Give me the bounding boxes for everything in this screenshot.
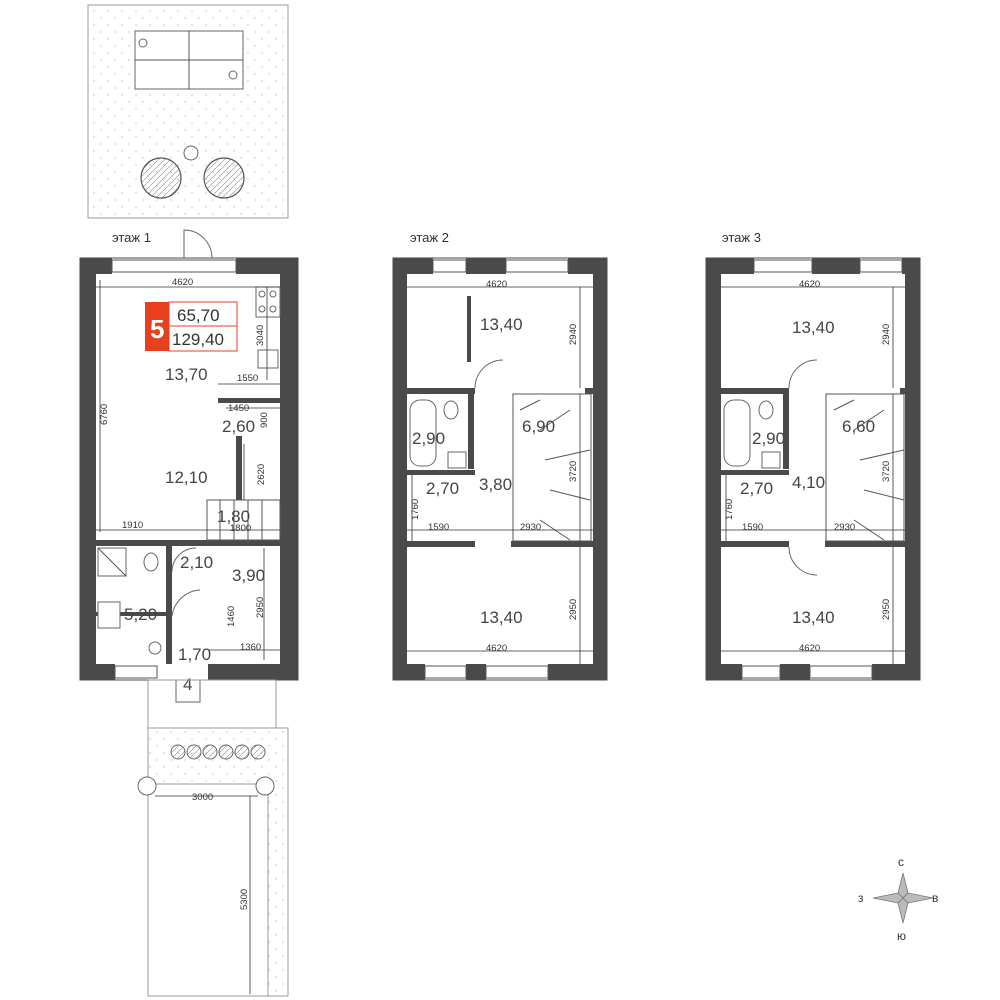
compass-east: в (932, 891, 938, 905)
floor-3-stairs (825, 393, 905, 542)
dim-2-2940: 2940 (568, 324, 579, 345)
room-kitchen-area: 13,70 (165, 365, 208, 384)
washbasin-3 (761, 451, 781, 469)
dim-kitchen: 3040 (255, 325, 266, 346)
room-2-bedroom-north: 13,40 (480, 315, 523, 334)
dim-width: 4620 (172, 277, 193, 288)
bathtub (409, 399, 437, 467)
lamp-right (255, 776, 275, 796)
dim-2-1760: 1760 (410, 499, 421, 520)
dim-1450: 1450 (228, 403, 249, 414)
dim-2-2950: 2950 (568, 599, 579, 620)
apartment-badge: 5 65,70 129,40 (145, 301, 238, 352)
room-2-bathroom: 2,90 (412, 429, 445, 448)
floor-3-label: этаж 3 (722, 230, 761, 245)
room-stair-area: 1,80 (217, 507, 250, 526)
floor-2-stairs (512, 393, 592, 542)
compass-west: з (858, 891, 864, 905)
dim-2-2930: 2930 (520, 522, 541, 533)
dim-height: 6760 (99, 404, 110, 425)
room-3-stair-hall: 6,60 (842, 417, 875, 436)
room-porch-area: 4 (183, 675, 192, 694)
dim-2-3720: 3720 (568, 461, 579, 482)
apartment-number-box (145, 302, 169, 351)
living-area-value: 65,70 (177, 306, 220, 325)
dim-1460: 1460 (226, 606, 237, 627)
dim-1910: 1910 (122, 520, 143, 531)
parking-width: 3000 (192, 792, 213, 803)
floor-2: этаж 2 4620 (392, 230, 608, 681)
floor-3: этаж 3 4620 (705, 230, 921, 681)
dim-3-2950: 2950 (881, 599, 892, 620)
dim-3-2930: 2930 (834, 522, 855, 533)
bathtub-3 (723, 399, 751, 467)
total-area-value: 129,40 (172, 330, 224, 349)
floor-1: этаж 1 (79, 229, 299, 703)
dim-1360: 1360 (240, 642, 261, 653)
lounge-chair-left (140, 157, 182, 199)
room-2-corridor: 3,80 (479, 475, 512, 494)
terrace (87, 4, 289, 219)
lamp-left (137, 776, 157, 796)
compass-north: с (898, 855, 904, 869)
dim-1550: 1550 (237, 373, 258, 384)
dim-1800: 1800 (230, 523, 251, 534)
side-table (183, 145, 199, 161)
room-storage-area: 2,60 (222, 417, 255, 436)
room-3-bedroom-south: 13,40 (792, 608, 835, 627)
dim-2620: 2620 (256, 464, 267, 485)
room-bathroom-area: 5,20 (124, 605, 157, 624)
dim-2-width-bottom: 4620 (486, 643, 507, 654)
lounge-chair-right (203, 157, 245, 199)
dim-2950: 2950 (255, 597, 266, 618)
toilet (143, 552, 159, 572)
washbasin (97, 601, 121, 629)
dim-3-2940: 2940 (881, 324, 892, 345)
room-vestibule-area: 1,70 (178, 645, 211, 664)
compass: с з в ю (858, 855, 938, 943)
dim-900: 900 (259, 412, 270, 428)
dim-3-width-bottom: 4620 (799, 643, 820, 654)
toilet-2 (443, 400, 459, 420)
room-hall-area: 2,10 (180, 553, 213, 572)
dim-2-width-top: 4620 (486, 279, 507, 290)
room-2-stair-hall: 6,90 (522, 417, 555, 436)
dim-3-1760: 1760 (724, 499, 735, 520)
floor-2-label: этаж 2 (410, 230, 449, 245)
room-corridor-area: 3,90 (232, 566, 265, 585)
hedge-icon (170, 744, 266, 760)
room-2-bedroom-south: 13,40 (480, 608, 523, 627)
compass-south: ю (897, 929, 906, 943)
kitchen-sink (257, 349, 279, 369)
dim-2-1590: 1590 (428, 522, 449, 533)
room-2-wardrobe: 2,70 (426, 479, 459, 498)
floor-1-stairs (206, 499, 281, 541)
washbasin-2 (447, 451, 467, 469)
room-living-area: 12,10 (165, 468, 208, 487)
parking-space (147, 783, 269, 997)
parking-length: 5300 (239, 889, 250, 910)
apartment-number: 5 (150, 314, 164, 344)
dim-3-3720: 3720 (881, 461, 892, 482)
floor-1-label: этаж 1 (112, 230, 151, 245)
toilet-3 (758, 400, 774, 420)
front-garden: 3000 5300 (137, 679, 289, 997)
dim-3-width-top: 4620 (799, 279, 820, 290)
dim-3-1590: 1590 (742, 522, 763, 533)
room-3-wardrobe: 2,70 (740, 479, 773, 498)
room-3-corridor: 4,10 (792, 473, 825, 492)
boiler (148, 641, 162, 655)
room-3-bathroom: 2,90 (752, 429, 785, 448)
room-3-bedroom-north: 13,40 (792, 318, 835, 337)
